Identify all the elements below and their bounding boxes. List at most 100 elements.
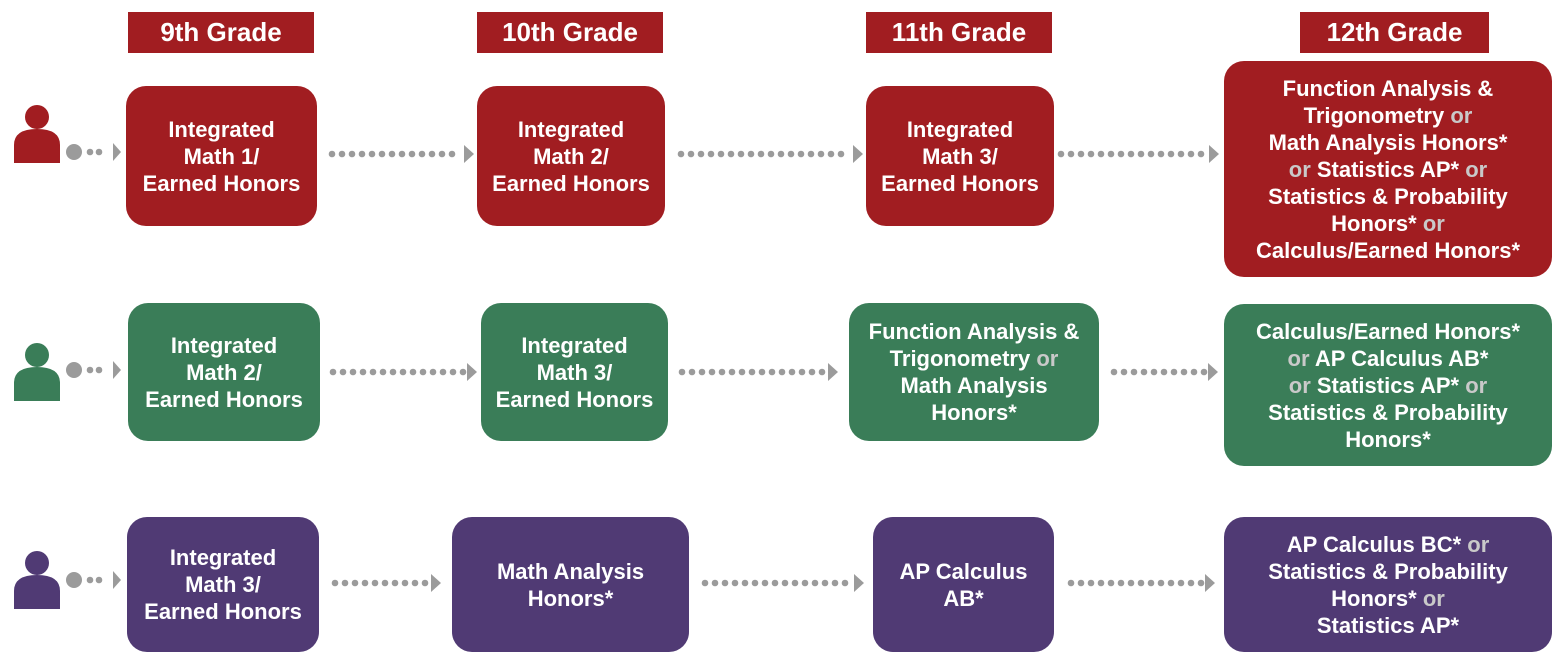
connector-dot <box>1147 579 1155 587</box>
connector-dot <box>368 150 376 158</box>
connector-dot <box>338 150 346 158</box>
person-icon <box>14 551 60 609</box>
connector-dot <box>757 150 765 158</box>
connector-dot <box>788 368 796 376</box>
course-line: Integrated <box>169 545 277 570</box>
connector-dot <box>1197 150 1205 158</box>
connector-dot <box>359 368 367 376</box>
connector-dot <box>821 579 829 587</box>
connector-dot <box>807 150 815 158</box>
connector-dot <box>329 368 337 376</box>
course-line: Earned Honors <box>144 599 302 624</box>
header-10th-grade: 10th Grade <box>477 12 663 53</box>
or-connector-text: or <box>1465 372 1488 398</box>
header-9th-grade: 9th Grade <box>128 12 314 53</box>
course-line: Statistics AP* <box>1316 612 1460 638</box>
course-line: Trigonometry or <box>889 346 1059 371</box>
course-line: Integrated <box>906 116 1014 142</box>
arrowhead-icon <box>464 145 474 163</box>
connector-dot <box>1137 579 1145 587</box>
connector-dot <box>1167 579 1175 587</box>
connector-dot <box>95 366 103 374</box>
connector-dot <box>731 579 739 587</box>
connector-arrow <box>1057 145 1219 163</box>
connector-dot <box>687 150 695 158</box>
connector-dot <box>728 368 736 376</box>
course-line: AB* <box>943 585 984 611</box>
connector-dot <box>1097 579 1105 587</box>
connector-dot <box>1177 150 1185 158</box>
connector-arrow <box>1067 574 1215 592</box>
connector-dot <box>781 579 789 587</box>
header-12th-grade: 12th Grade <box>1300 12 1489 53</box>
course-line: Math 3/ <box>536 359 613 385</box>
connector-dot <box>86 366 94 374</box>
connector-dot <box>418 150 426 158</box>
connector-dot <box>378 150 386 158</box>
course-line: Statistics & Probability <box>1268 183 1508 209</box>
arrowhead-icon <box>828 363 838 381</box>
connector-dot <box>379 368 387 376</box>
connector-arrow <box>678 363 838 381</box>
arrowhead-icon <box>854 574 864 592</box>
connector-dot <box>678 368 686 376</box>
person-icon <box>14 343 60 401</box>
connector-dot <box>459 368 467 376</box>
connector-dot <box>801 579 809 587</box>
course-line: Integrated <box>170 332 278 358</box>
course-line: AP Calculus BC* or <box>1286 531 1490 557</box>
course-line: Integrated <box>168 116 275 142</box>
connector-dot <box>339 368 347 376</box>
course-line: Earned Honors <box>492 170 650 196</box>
connector-dot <box>86 576 94 584</box>
connector-dot <box>688 368 696 376</box>
connector-dot <box>438 150 446 158</box>
connector-dot <box>777 150 785 158</box>
arrowhead-icon <box>113 361 121 379</box>
arrowhead-icon <box>1208 363 1218 381</box>
connector-dot <box>767 150 775 158</box>
connector-dot <box>808 368 816 376</box>
course-line: Statistics & Probability <box>1268 399 1508 425</box>
connector-dot <box>1140 368 1148 376</box>
connector-dot <box>758 368 766 376</box>
connector-dot <box>811 579 819 587</box>
connector-arrow <box>331 574 441 592</box>
connector-dot <box>1150 368 1158 376</box>
connector-dot <box>1067 150 1075 158</box>
connector-dot <box>751 579 759 587</box>
connector-dot <box>95 148 103 156</box>
connector-dot <box>421 579 429 587</box>
connector-dot <box>1157 150 1165 158</box>
arrowhead-icon <box>113 571 121 589</box>
connector-dot <box>341 579 349 587</box>
connector-dot <box>791 579 799 587</box>
connector-dot <box>1160 368 1168 376</box>
connector-dot <box>86 148 94 156</box>
course-line: or Statistics AP* or <box>1288 372 1488 398</box>
course-line: Honors* or <box>1331 210 1445 236</box>
connector-dot <box>389 368 397 376</box>
course-line: Calculus/Earned Honors* <box>1255 237 1521 263</box>
connector-dot <box>698 368 706 376</box>
course-line: Math 3/ <box>922 143 998 169</box>
connector-dot <box>388 150 396 158</box>
connector-dot <box>448 150 456 158</box>
connector-dot <box>1130 368 1138 376</box>
course-line: Earned Honors <box>495 386 654 412</box>
connector-dot <box>761 579 769 587</box>
connector-dot <box>398 150 406 158</box>
connector-dot <box>827 150 835 158</box>
connector-dot <box>399 368 407 376</box>
connector-dot <box>708 368 716 376</box>
